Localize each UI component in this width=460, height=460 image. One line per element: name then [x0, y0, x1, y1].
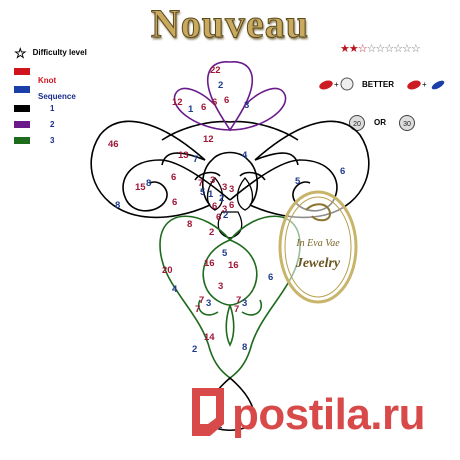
c-13: 13 [178, 150, 189, 161]
legend-sequence-label: Sequence [38, 92, 76, 101]
shuttle-icon: 30 [399, 115, 415, 131]
tl-1: 1 [188, 104, 194, 115]
watermark-logo [188, 384, 232, 440]
c-7: 7 [193, 154, 198, 165]
m-2c: 2 [209, 227, 214, 238]
m-3c: 3 [229, 184, 234, 195]
round2-label: 2 [50, 120, 55, 129]
m-6: 6 [212, 201, 217, 212]
left-46: 46 [108, 139, 119, 150]
top-2: 2 [218, 80, 223, 91]
top-22: 22 [210, 65, 221, 76]
m-2: 2 [219, 193, 224, 204]
sequence-swatch [14, 86, 30, 93]
svg-text:+: + [334, 80, 339, 89]
legend-round3: 3 [14, 136, 54, 145]
h-6: 6 [268, 272, 273, 283]
star-filled-icon: ★★ [340, 43, 359, 55]
legend-round1: 1 [14, 104, 54, 113]
brand-logo [276, 188, 360, 311]
m-1: 1 [208, 189, 214, 200]
or-label: OR [374, 118, 386, 127]
difficulty-legend: ☆ Difficulty level [14, 44, 87, 61]
m-6b: 6 [229, 200, 234, 211]
h-7b: 7 [195, 304, 200, 315]
m-8: 8 [187, 219, 192, 230]
h-16a: 16 [204, 258, 215, 269]
h-3b: 3 [206, 298, 211, 309]
m-6c: 6 [216, 212, 221, 223]
postila-logo-icon [192, 388, 224, 436]
star-empty-icon: ☆☆☆☆☆☆ [366, 43, 421, 55]
hook-shuttle-icon: + [319, 77, 354, 91]
h-4: 4 [172, 284, 178, 295]
star-icon: ☆ [14, 44, 27, 61]
h-5: 5 [222, 248, 228, 259]
knot-swatch [14, 68, 30, 75]
h-3: 3 [218, 281, 223, 292]
shuttle-icon: 20 [349, 115, 365, 131]
b-2: 2 [192, 344, 197, 355]
m-3b: 3 [222, 182, 227, 193]
tool-combo-1: + [318, 76, 358, 97]
watermark-text[interactable]: postila.ru [232, 390, 426, 439]
t-6c: 6 [224, 95, 229, 106]
c-8: 8 [146, 178, 151, 189]
round2-swatch [14, 121, 30, 128]
shuttle-30: 30 [398, 114, 416, 137]
t-6a: 6 [201, 102, 206, 113]
shuttle-20: 20 [348, 114, 366, 137]
right-6: 6 [340, 166, 345, 177]
better-label: BETTER [362, 80, 394, 89]
c-6b: 6 [172, 197, 177, 208]
h-16b: 16 [228, 260, 239, 271]
round3-swatch [14, 137, 30, 144]
logo-line2: Jewelry [295, 256, 341, 271]
shuttle-1-number: 20 [353, 121, 361, 128]
round2-outline [173, 61, 287, 132]
difficulty-stars: ★★☆☆☆☆☆☆☆ [340, 42, 421, 55]
center-rings [206, 176, 254, 239]
legend-sequence [14, 86, 30, 93]
star-half-icon: ☆ [357, 43, 368, 55]
tl-12: 12 [172, 97, 183, 108]
h-7d: 7 [234, 304, 239, 315]
c-5: 5 [295, 176, 301, 187]
m-3d: 3 [222, 204, 227, 215]
difficulty-label: Difficulty level [32, 48, 87, 57]
m-3: 3 [210, 175, 215, 186]
svg-text:+: + [422, 80, 427, 89]
legend-round2: 2 [14, 120, 54, 129]
round1-swatch [14, 105, 30, 112]
c-15: 15 [135, 182, 146, 193]
shuttle-2-number: 30 [403, 121, 411, 128]
logo-line1: In Eva Vae [296, 238, 340, 249]
page-title: Nouveau [150, 1, 310, 47]
tool-combo-2: + [406, 76, 448, 97]
b-8: 8 [242, 342, 247, 353]
h-7c: 7 [236, 295, 241, 306]
m-5: 5 [200, 187, 206, 198]
t-6b: 6 [212, 97, 217, 108]
tr-12: 12 [203, 134, 214, 145]
t-3: 3 [244, 100, 249, 111]
left-8: 8 [115, 200, 120, 211]
round3-label: 3 [50, 136, 55, 145]
m-7: 7 [198, 178, 203, 189]
c-6a: 6 [171, 172, 176, 183]
c-4: 4 [242, 150, 248, 161]
legend-knot-label: Knot [38, 76, 57, 85]
legend-knot [14, 68, 30, 75]
hook-needle-icon: + [407, 80, 445, 90]
h-20: 20 [162, 265, 173, 276]
logo-oval-icon [278, 190, 358, 304]
b-14: 14 [204, 332, 215, 343]
round1-label: 1 [50, 104, 55, 113]
m-2b: 2 [223, 210, 228, 221]
h-3c: 3 [242, 298, 247, 309]
h-7a: 7 [199, 295, 204, 306]
